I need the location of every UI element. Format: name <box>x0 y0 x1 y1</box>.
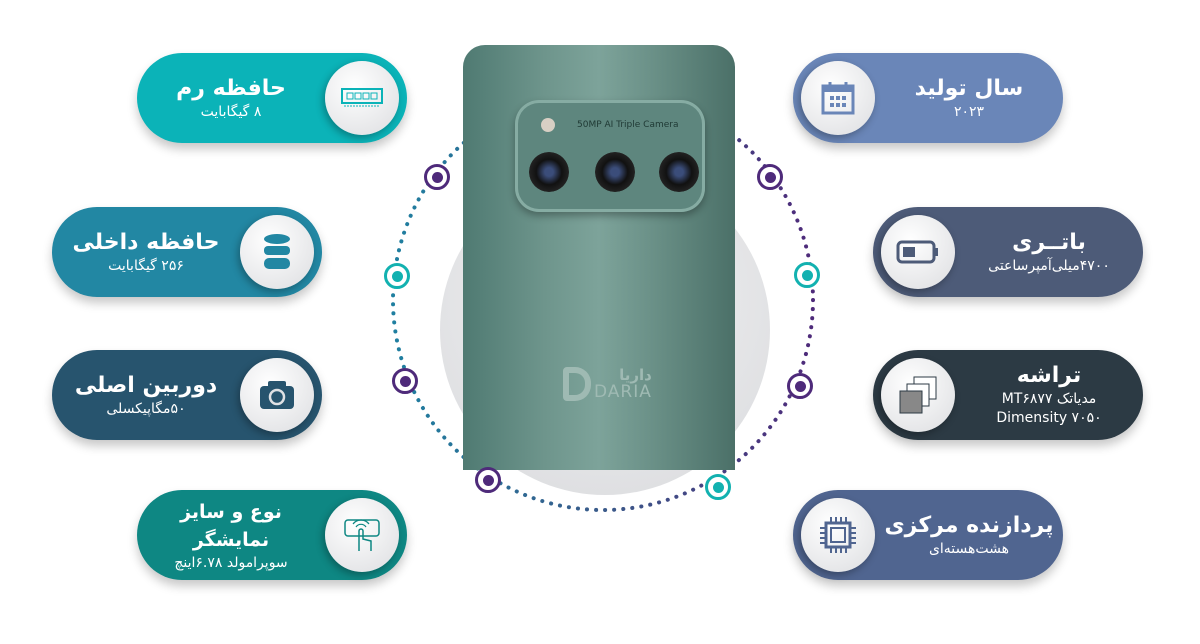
spec-value: ۲۰۲۳ <box>953 103 985 120</box>
lens <box>529 152 569 192</box>
calendar-icon <box>801 61 875 135</box>
ring-marker <box>757 164 783 190</box>
spec-title: دوربین اصلی <box>74 372 218 398</box>
spec-value: ۴۷۰۰میلی‌آمپرساعتی <box>988 257 1110 274</box>
spec-storage: حافظه داخلی ۲۵۶ گیگابایت <box>52 207 322 297</box>
spec-value: Dimensity ۷۰۵۰ <box>996 410 1102 426</box>
spec-title: باتــری <box>1012 229 1086 255</box>
database-icon <box>240 215 314 289</box>
spec-display: نوع و سایز نمایشگر سوپرامولد ۶.۷۸اینچ <box>137 490 407 580</box>
spec-camera: دوربین اصلی ۵۰مگاپیکسلی <box>52 350 322 440</box>
battery-icon <box>881 215 955 289</box>
spec-value: ۲۵۶ گیگابایت <box>108 257 184 274</box>
touchscreen-icon <box>325 498 399 572</box>
spec-value: سوپرامولد ۶.۷۸اینچ <box>174 554 288 571</box>
cpu-icon <box>801 498 875 572</box>
spec-title: حافظه رم <box>176 75 286 101</box>
ram-icon <box>325 61 399 135</box>
ring-marker <box>392 368 418 394</box>
spec-title: پردازنده مرکزی <box>884 512 1054 538</box>
flash <box>541 118 555 132</box>
ring-marker <box>705 474 731 500</box>
spec-title: نوع و سایز نمایشگر <box>180 500 282 551</box>
ring-marker <box>794 262 820 288</box>
ring-marker <box>475 467 501 493</box>
camera-module: 50MP AI Triple Camera <box>515 100 705 212</box>
brand-logo: داریا DARIA <box>563 367 652 401</box>
chip-layers-icon <box>881 358 955 432</box>
brand-name-fa: داریا <box>619 366 652 384</box>
spec-value: ۸ گیگابایت <box>200 103 262 120</box>
camera-label: 50MP AI Triple Camera <box>577 120 679 130</box>
ring-marker <box>787 373 813 399</box>
spec-year: سال تولید ۲۰۲۳ <box>793 53 1063 143</box>
phone-image: 50MP AI Triple Camera داریا DARIA <box>463 45 735 470</box>
ring-marker <box>384 263 410 289</box>
spec-title: تراشه <box>1016 363 1082 388</box>
lens <box>659 152 699 192</box>
spec-value: هشت‌هسته‌ای <box>928 540 1010 557</box>
spec-battery: باتــری ۴۷۰۰میلی‌آمپرساعتی <box>873 207 1143 297</box>
spec-title: سال تولید <box>914 75 1024 101</box>
spec-ram: حافظه رم ۸ گیگابایت <box>137 53 407 143</box>
camera-icon <box>240 358 314 432</box>
ring-marker <box>424 164 450 190</box>
brand-d-mark <box>563 367 591 401</box>
lens <box>595 152 635 192</box>
spec-value: مدیاتک MT۶۸۷۷ <box>1001 391 1097 407</box>
spec-value: ۵۰مگاپیکسلی <box>106 400 186 417</box>
brand-name: DARIA <box>594 382 652 402</box>
spec-title: حافظه داخلی <box>72 229 220 255</box>
spec-cpu: پردازنده مرکزی هشت‌هسته‌ای <box>793 490 1063 580</box>
